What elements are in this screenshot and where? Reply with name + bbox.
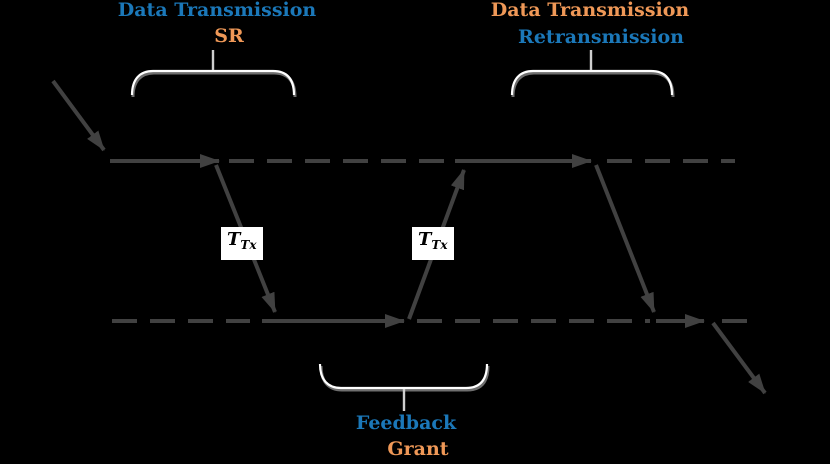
delay-symbol: T xyxy=(227,229,241,250)
label-feedback-phase-line1: Feedback xyxy=(355,412,457,434)
outgoing-packet-arrow xyxy=(711,321,767,395)
label-feedback-phase-line2: Grant xyxy=(387,438,449,460)
label-sr-phase-line2: SR xyxy=(214,25,244,47)
delay-subscript: Tx xyxy=(240,238,257,252)
incoming-packet-arrow xyxy=(51,79,106,152)
brace-shadows xyxy=(131,71,675,392)
transmission-arrow-down-2 xyxy=(594,164,656,313)
label-retx-phase-line1: Data Transmission xyxy=(490,0,690,21)
label-sr-phase-line1: Data Transmission xyxy=(117,0,317,21)
label-retx-phase-line2: Retransmission xyxy=(518,26,684,48)
delay-label-2: TTx xyxy=(412,227,454,260)
delay-label-1: TTx xyxy=(221,227,263,260)
brace-feedback-phase xyxy=(318,363,489,390)
delay-symbol: T xyxy=(418,229,432,250)
delay-subscript: Tx xyxy=(431,238,448,252)
brace-retx-phase xyxy=(510,69,674,96)
brace-sr-phase xyxy=(130,69,296,96)
